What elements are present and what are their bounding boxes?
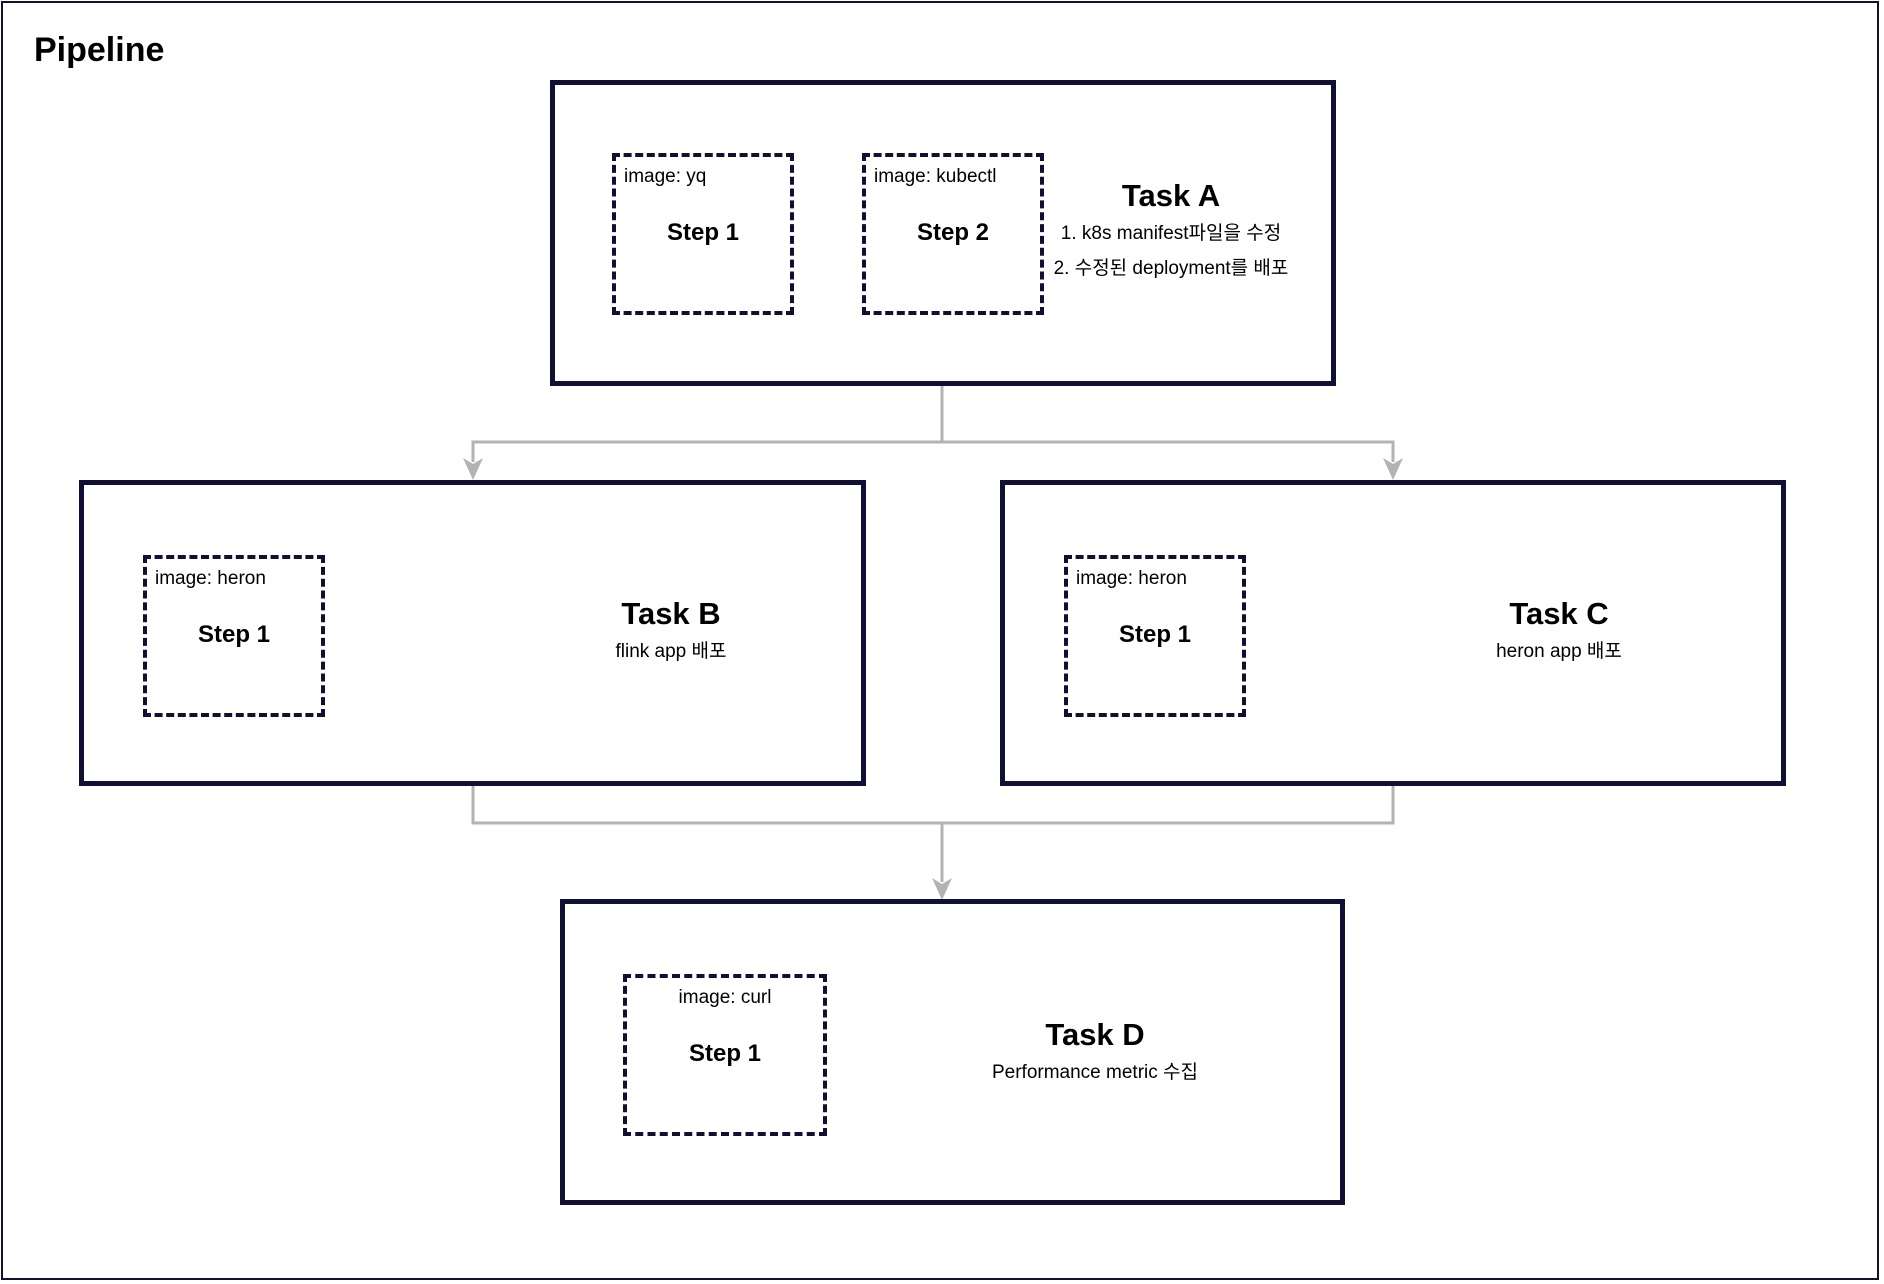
step-label: Step 1 (666, 219, 740, 246)
task-a-info: Task A 1. k8s manifest파일을 수정 2. 수정된 depl… (1031, 177, 1311, 281)
task-description: 2. 수정된 deployment를 배포 (1053, 257, 1289, 279)
task-name: Task D (1045, 1017, 1145, 1052)
task-description: 1. k8s manifest파일을 수정 (1060, 223, 1282, 245)
task-b-step-1[interactable]: image: heron Step 1 (143, 555, 325, 717)
arrowhead-into-d (932, 878, 952, 900)
task-description: heron app 배포 (1496, 641, 1622, 663)
task-name: Task C (1509, 596, 1609, 631)
step-image-label: image: yq (624, 166, 707, 187)
connector-a-to-b (471, 385, 944, 462)
arrowhead-into-b (463, 458, 483, 480)
connector-a-to-c (942, 440, 1395, 462)
task-name: Task B (621, 596, 721, 631)
task-d-step-1[interactable]: image: curl Step 1 (623, 974, 827, 1136)
task-a-box[interactable]: image: yq Step 1 image: kubectl Step 2 T… (550, 80, 1336, 386)
task-a-step-1[interactable]: image: yq Step 1 (612, 153, 794, 315)
step-image-label: image: curl (678, 987, 772, 1008)
task-c-step-1[interactable]: image: heron Step 1 (1064, 555, 1246, 717)
step-label: Step 1 (688, 1040, 762, 1067)
step-label: Step 1 (197, 621, 271, 648)
task-description: Performance metric 수집 (991, 1062, 1198, 1084)
task-name: Task A (1121, 178, 1221, 213)
task-d-info: Task D Performance metric 수집 (935, 1016, 1255, 1085)
task-b-box[interactable]: image: heron Step 1 Task B flink app 배포 (79, 480, 866, 786)
task-c-info: Task C heron app 배포 (1419, 595, 1699, 664)
step-image-label: image: kubectl (874, 166, 997, 187)
step-image-label: image: heron (155, 568, 266, 589)
task-a-step-2[interactable]: image: kubectl Step 2 (862, 153, 1044, 315)
step-label: Step 1 (1118, 621, 1192, 648)
task-b-info: Task B flink app 배포 (531, 595, 811, 664)
arrowhead-into-c (1383, 458, 1403, 480)
task-d-box[interactable]: image: curl Step 1 Task D Performance me… (560, 899, 1345, 1205)
task-description: flink app 배포 (615, 641, 727, 663)
connector-b-to-d (471, 784, 1395, 825)
pipeline-title: Pipeline (34, 31, 165, 69)
step-image-label: image: heron (1076, 568, 1187, 589)
task-c-box[interactable]: image: heron Step 1 Task C heron app 배포 (1000, 480, 1786, 786)
step-label: Step 2 (916, 219, 990, 246)
